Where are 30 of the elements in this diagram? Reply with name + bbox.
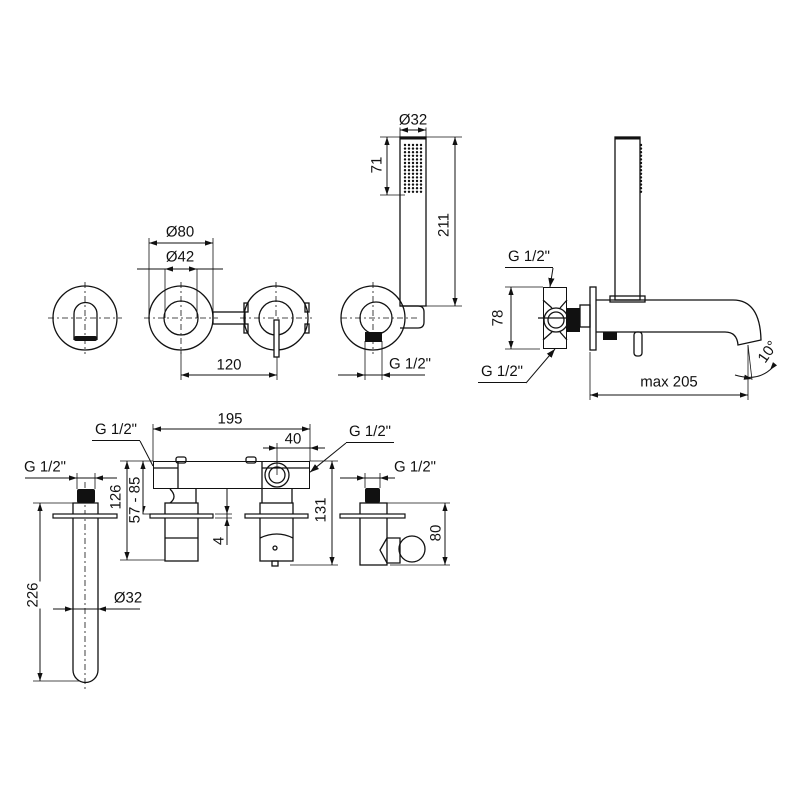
valve-body [543, 287, 567, 349]
leader-line [310, 442, 346, 473]
thread-size-label: G 1/2" [505, 247, 554, 268]
dimension-label: 57 - 85 [128, 476, 142, 524]
dimension-label: 40 [284, 432, 302, 446]
dimension-label: Ø32 [398, 112, 428, 128]
dimension-label: G 1/2" [388, 356, 432, 372]
leader-line [526, 348, 556, 384]
dimension-label: 211 [436, 212, 452, 238]
thread-size-label: G 1/2" [478, 362, 526, 383]
thread-size-label: G 1/2" [346, 422, 394, 443]
dimension-label: G 1/2" [393, 460, 437, 474]
dimension-label: 226 [26, 581, 40, 609]
dimension-label: Ø42 [164, 250, 196, 264]
dimension-label: 71 [370, 156, 384, 174]
dimension-label: 131 [314, 496, 328, 524]
dimension-label: G 1/2" [23, 460, 67, 474]
mixer-body [153, 461, 310, 489]
dimension-label: Ø32 [112, 590, 144, 606]
dimension-label: Ø80 [164, 224, 196, 240]
leader-line [548, 268, 554, 288]
thread-size-label: G 1/2" [92, 420, 140, 441]
leader-line [140, 440, 154, 467]
dimension-label: 78 [490, 308, 506, 328]
dimension-label: 120 [215, 358, 243, 372]
dimension-label: max 205 [639, 374, 699, 390]
dimension-label: 195 [216, 412, 244, 426]
dimension-label: 4 [212, 536, 226, 546]
dimension-label: 126 [108, 483, 124, 511]
dimension-label: 80 [428, 524, 444, 542]
